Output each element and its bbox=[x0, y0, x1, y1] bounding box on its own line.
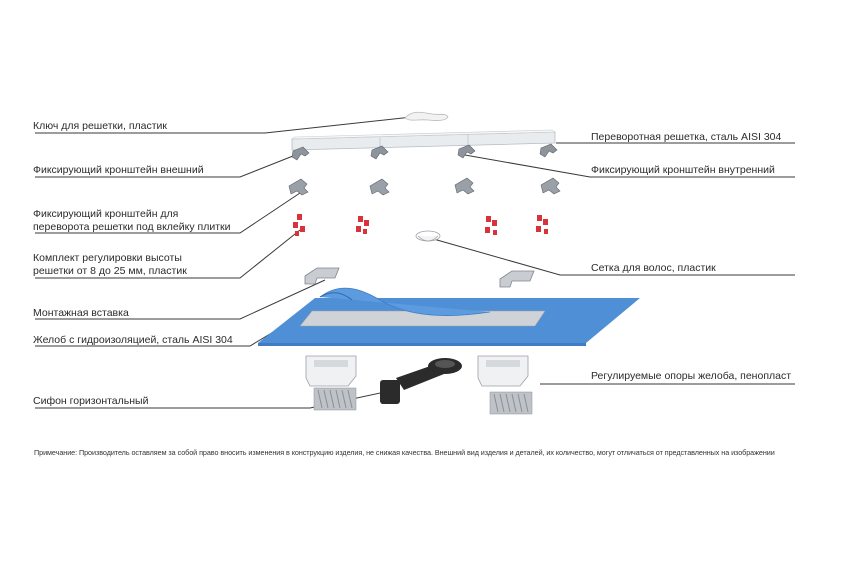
label-channel: Желоб с гидроизоляцией, сталь AISI 304 bbox=[33, 334, 233, 346]
brackets-inner bbox=[291, 143, 558, 161]
label-bracket-inner: Фиксирующий кронштейн внутренний bbox=[591, 164, 775, 176]
leader-bracket-outer bbox=[35, 153, 299, 178]
label-grate: Переворотная решетка, сталь AISI 304 bbox=[591, 131, 782, 143]
foam-supports bbox=[305, 355, 533, 415]
label-hair-net: Сетка для волос, пластик bbox=[591, 262, 716, 274]
label-key: Ключ для решетки, пластик bbox=[33, 120, 167, 132]
label-height-kit-line1: Комплект регулировки высоты bbox=[33, 252, 182, 264]
disclaimer-note: Примечание: Производитель оставляем за с… bbox=[34, 448, 775, 457]
leader-lines bbox=[35, 116, 795, 409]
grate-key bbox=[404, 111, 449, 121]
label-insert: Монтажная вставка bbox=[33, 307, 129, 319]
siphon bbox=[380, 358, 462, 404]
label-bracket-tile-line2: переворота решетки под вклейку плитки bbox=[33, 221, 231, 233]
leader-hair-net bbox=[429, 237, 795, 276]
leader-insert bbox=[35, 279, 326, 320]
leader-key bbox=[35, 116, 413, 134]
label-bracket-outer: Фиксирующий кронштейн внешний bbox=[33, 164, 204, 176]
leader-height-kit bbox=[35, 229, 301, 279]
height-kit bbox=[293, 214, 548, 236]
label-height-kit-line2: решетки от 8 до 25 мм, пластик bbox=[33, 265, 187, 277]
brackets-tile bbox=[288, 177, 561, 196]
leader-siphon bbox=[35, 391, 386, 409]
channel-membrane bbox=[258, 287, 640, 346]
leader-bracket-tile bbox=[35, 192, 301, 234]
mounting-inserts bbox=[304, 267, 535, 288]
hair-net bbox=[415, 230, 441, 242]
label-siphon: Сифон горизонтальный bbox=[33, 395, 149, 407]
reversible-grate bbox=[290, 129, 556, 151]
label-supports: Регулируемые опоры желоба, пенопласт bbox=[591, 370, 792, 382]
label-bracket-tile-line1: Фиксирующий кронштейн для bbox=[33, 208, 179, 220]
leader-bracket-inner bbox=[464, 154, 795, 178]
